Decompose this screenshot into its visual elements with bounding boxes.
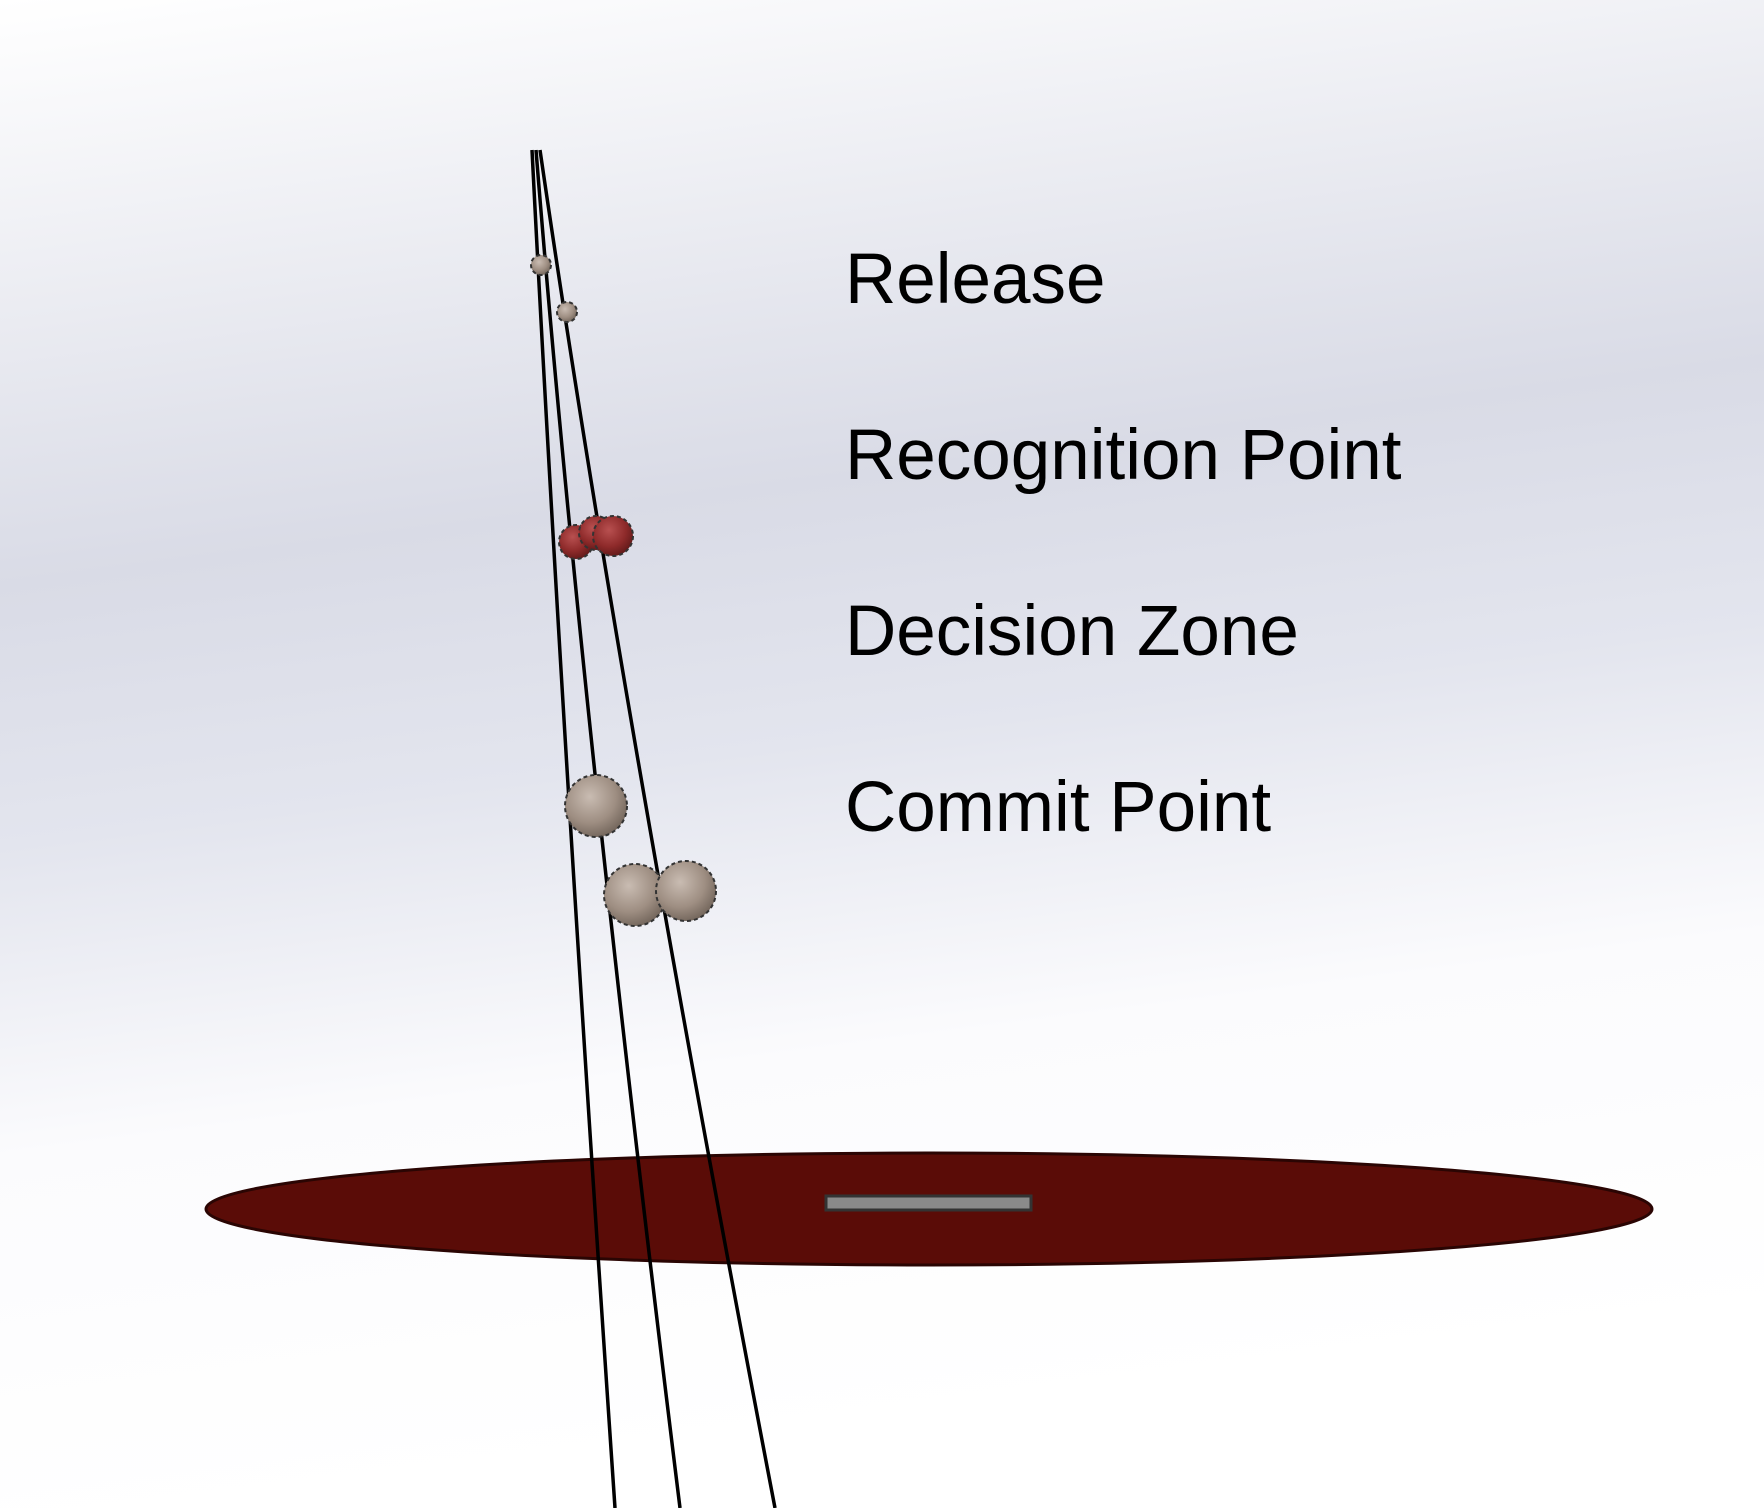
label-recognition-point: Recognition Point: [845, 416, 1402, 495]
ball-icon: [655, 860, 717, 922]
ball-icon: [530, 254, 552, 276]
trajectory-line: [530, 149, 617, 1508]
label-decision-zone: Decision Zone: [845, 592, 1299, 671]
plate-marker: [824, 1194, 1033, 1212]
trajectory-line: [534, 149, 682, 1508]
ball-icon: [556, 301, 578, 323]
ball-icon: [564, 774, 628, 838]
ball-icon: [592, 515, 634, 557]
label-release: Release: [845, 240, 1106, 319]
label-commit-point: Commit Point: [845, 768, 1272, 847]
